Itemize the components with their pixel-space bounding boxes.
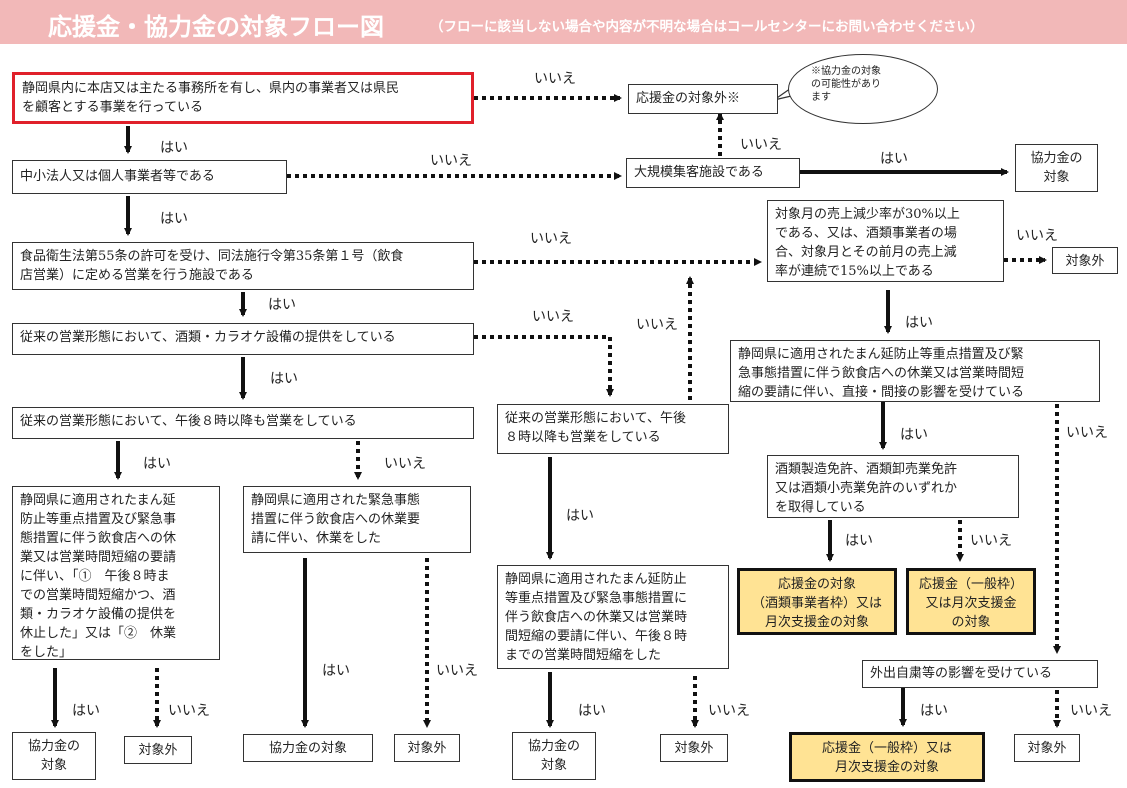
label-yes: はい <box>920 703 948 719</box>
q7-emergency-closure: 静岡県に適用された緊急事態 措置に伴う飲食店への休業要 請に伴い、休業をした <box>243 486 471 553</box>
shizuoka-impact: 静岡県に適用されたまん延防止等重点措置及び緊 急事態措置に伴う飲食店への休業又は… <box>730 340 1100 402</box>
label-no: いいえ <box>530 231 572 247</box>
coop-target-top: 協力金の 対象 <box>1015 144 1098 192</box>
label-yes: はい <box>905 315 933 331</box>
result-liquor-support: 応援金の対象 （酒類事業者枠）又は 月次支援金の対象 <box>737 568 897 635</box>
liquor-license: 酒類製造免許、酒類卸売業免許 又は酒類小売業免許のいずれか を取得している <box>767 455 1019 518</box>
label-yes: はい <box>160 211 188 227</box>
bottom-out-c: 対象外 <box>660 734 728 762</box>
label-yes: はい <box>845 533 873 549</box>
label-no: いいえ <box>740 137 782 153</box>
label-yes: はい <box>880 151 908 167</box>
q3-food-license: 食品衛生法第55条の許可を受け、同法施行令第35条第１号（飲食 店営業）に定める… <box>12 242 474 290</box>
q8-after-8pm: 従来の営業形態において、午後 ８時以降も営業をしている <box>497 404 729 454</box>
outside-sales: 対象外 <box>1052 247 1118 274</box>
q9-shortened-hours: 静岡県に適用されたまん延防止 等重点措置及び緊急事態措置に 伴う飲食店への休業又… <box>497 565 729 669</box>
self-restraint-impact: 外出自粛等の影響を受けている <box>862 660 1098 688</box>
edge-q4-q8 <box>474 335 614 397</box>
q6-mitigation-request: 静岡県に適用されたまん延 防止等重点措置及び緊急事 態措置に伴う飲食店への休 業… <box>12 486 220 660</box>
label-no: いいえ <box>1016 228 1058 244</box>
result-general-support-2: 応援金（一般枠）又は 月次支援金の対象 <box>789 732 985 782</box>
bottom-coop-b: 協力金の対象 <box>243 734 373 762</box>
bottom-coop-c: 協力金の 対象 <box>512 732 596 780</box>
outside-support-star: 応援金の対象外※ <box>628 84 778 114</box>
label-yes: はい <box>270 371 298 387</box>
label-yes: はい <box>322 663 350 679</box>
label-no: いいえ <box>384 456 426 472</box>
label-no: いいえ <box>708 703 750 719</box>
bottom-coop-a: 協力金の 対象 <box>12 732 96 780</box>
label-no: いいえ <box>636 317 678 333</box>
result-general-support: 応援金（一般枠） 又は月次支援金 の対象 <box>906 568 1036 635</box>
page-subtitle: （フローに該当しない場合や内容が不明な場合はコールセンターにお問い合わせください… <box>430 19 984 35</box>
label-no: いいえ <box>430 153 472 169</box>
label-yes: はい <box>900 427 928 443</box>
label-no: いいえ <box>436 663 478 679</box>
bottom-out-a: 対象外 <box>124 736 192 764</box>
label-yes: はい <box>160 140 188 156</box>
label-no: いいえ <box>970 533 1012 549</box>
q4-alcohol-karaoke: 従来の営業形態において、酒類・カラオケ設備の提供をしている <box>12 323 474 355</box>
label-yes: はい <box>578 703 606 719</box>
label-no: いいえ <box>1066 425 1108 441</box>
q2-sme-condition: 中小法人又は個人事業者等である <box>12 160 287 194</box>
note-bubble: ※協力金の対象 の可能性があり ます <box>788 54 938 124</box>
label-no: いいえ <box>1070 703 1112 719</box>
label-yes: はい <box>143 456 171 472</box>
large-facility: 大規模集客施設である <box>626 158 800 188</box>
q1-start-condition: 静岡県内に本店又は主たる事務所を有し、県内の事業者又は県民 を顧客とする事業を行… <box>12 72 474 124</box>
label-yes: はい <box>566 508 594 524</box>
bottom-out-b: 対象外 <box>394 734 460 762</box>
q5-after-8pm: 従来の営業形態において、午後８時以降も営業をしている <box>12 407 474 439</box>
page-title: 応援金・協力金の対象フロー図 <box>48 13 384 41</box>
label-yes: はい <box>72 703 100 719</box>
header-bar: 応援金・協力金の対象フロー図 （フローに該当しない場合や内容が不明な場合はコール… <box>0 0 1127 44</box>
label-yes: はい <box>268 297 296 313</box>
bottom-out-d: 対象外 <box>1014 734 1080 762</box>
label-no: いいえ <box>168 703 210 719</box>
label-no: いいえ <box>534 71 576 87</box>
label-no: いいえ <box>532 309 574 325</box>
sales-decline: 対象月の売上減少率が30%以上 である、又は、酒類事業者の場 合、対象月とその前… <box>767 200 1004 282</box>
